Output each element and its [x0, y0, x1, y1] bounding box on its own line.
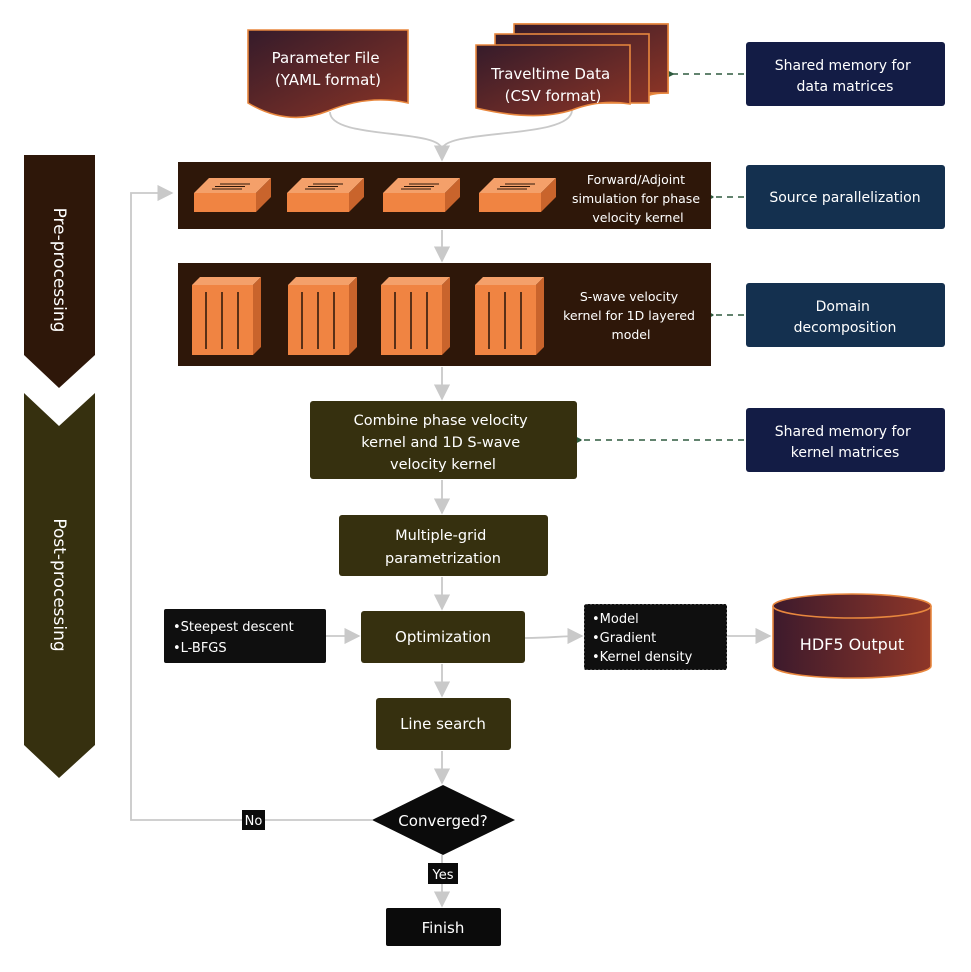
pre-processing-chevron: Pre-processing	[24, 155, 95, 388]
column-block-icon	[475, 277, 544, 355]
finish-block: Finish	[386, 908, 501, 946]
multigrid-line1: Multiple-grid	[395, 528, 486, 544]
forward-adjoint-line1: Forward/Adjoint	[587, 172, 685, 187]
line-search-block: Line search	[376, 698, 511, 750]
domain-decomposition-line1: Domain	[816, 299, 870, 315]
traveltime-data-title: Traveltime Data	[490, 65, 610, 83]
domain-decomposition-note: Domain decomposition	[746, 283, 945, 347]
column-block-icon	[381, 277, 450, 355]
svg-text:Traveltime Data (CSV for: Traveltime Data (CSV format)	[490, 65, 615, 105]
parameter-file-document: Parameter File (YAML format)	[247, 29, 409, 119]
method-lbfgs: •L-BFGS	[173, 641, 227, 656]
finish-label: Finish	[422, 919, 465, 937]
shared-memory-kernel-line2: kernel matrices	[791, 445, 900, 461]
s-wave-line3: model	[612, 327, 651, 342]
method-steepest-descent: •Steepest descent	[173, 620, 294, 635]
converged-label: Converged?	[398, 812, 487, 830]
no-label: No	[245, 814, 263, 829]
svg-text:•Steepest descent •L-BFG: •Steepest descent •L-BFGS	[173, 620, 298, 656]
param-to-merge-line	[329, 111, 443, 151]
shared-memory-kernel-note: Shared memory for kernel matrices	[746, 408, 945, 472]
hdf5-database-icon: HDF5 Output	[772, 593, 932, 679]
shared-memory-data-line1: Shared memory for	[775, 58, 911, 74]
source-parallelization-note: Source parallelization	[746, 165, 945, 229]
svg-text:Domain decomposition: Domain decomposition	[794, 299, 897, 336]
source-parallelization-label: Source parallelization	[769, 190, 920, 206]
line-search-label: Line search	[400, 715, 486, 733]
dashed-arrows	[580, 74, 744, 440]
s-wave-line2: kernel for 1D layered	[563, 308, 695, 323]
s-wave-line1: S-wave velocity	[580, 289, 679, 304]
optimization-label: Optimization	[395, 628, 491, 646]
s-wave-kernel-block: S-wave velocity kernel for 1D layered mo…	[178, 263, 711, 366]
forward-adjoint-block: Forward/Adjoint simulation for phase vel…	[178, 162, 711, 229]
svg-text:Shared memory for kernel: Shared memory for kernel matrices	[775, 424, 915, 461]
output-kernel-density: •Kernel density	[592, 650, 693, 665]
traveltime-to-merge-line	[441, 109, 573, 151]
svg-text:S-wave velocity kernel f: S-wave velocity kernel for 1D layered mo…	[563, 289, 699, 342]
outputs-list-box: •Model •Gradient •Kernel density	[583, 603, 728, 671]
output-model: •Model	[592, 612, 639, 627]
column-block-icon	[288, 277, 357, 355]
combine-line2: kernel and 1D S-wave	[361, 435, 520, 451]
traveltime-data-format: (CSV format)	[505, 87, 602, 105]
flat-slab-icon	[194, 178, 271, 212]
forward-adjoint-line3: velocity kernel	[592, 210, 683, 225]
shared-memory-kernel-line1: Shared memory for	[775, 424, 911, 440]
pre-processing-label: Pre-processing	[49, 208, 69, 333]
converged-decision: Converged?	[372, 785, 515, 855]
parameter-file-format: (YAML format)	[275, 71, 381, 89]
parameter-file-title: Parameter File	[272, 49, 380, 67]
post-processing-label: Post-processing	[49, 518, 69, 651]
flat-slab-icon	[383, 178, 460, 212]
multigrid-line2: parametrization	[385, 551, 501, 567]
no-edge-label: No	[242, 810, 265, 830]
column-block-icon	[192, 277, 261, 355]
connectors	[130, 109, 772, 908]
yes-edge-label: Yes	[428, 863, 458, 884]
svg-text:Combine phase velocity k: Combine phase velocity kernel and 1D S-w…	[354, 413, 533, 473]
svg-text:Multiple-grid parametriz: Multiple-grid parametrization	[385, 528, 501, 567]
optimization-to-outputs-arrow	[524, 627, 584, 645]
combine-kernels-block: Combine phase velocity kernel and 1D S-w…	[310, 401, 577, 479]
flat-slab-icon	[287, 178, 364, 212]
svg-text:Parameter File (YAML for: Parameter File (YAML format)	[272, 49, 385, 89]
combine-line3: velocity kernel	[390, 457, 496, 473]
svg-text:•Model •Gradient •: •Model •Gradient •Kernel density	[592, 612, 693, 665]
optimization-block: Optimization	[361, 611, 525, 663]
combine-line1: Combine phase velocity	[354, 413, 529, 429]
optimizer-methods-box: •Steepest descent •L-BFGS	[164, 609, 326, 663]
yes-label: Yes	[432, 868, 454, 883]
forward-adjoint-line2: simulation for phase	[572, 191, 700, 206]
multigrid-block: Multiple-grid parametrization	[339, 515, 548, 576]
domain-decomposition-line2: decomposition	[794, 320, 897, 336]
traveltime-data-documents: Traveltime Data (CSV format)	[475, 23, 669, 117]
svg-text:Forward/Adjoint simulati: Forward/Adjoint simulation for phase vel…	[572, 172, 704, 225]
hdf5-output-label: HDF5 Output	[800, 635, 904, 654]
post-processing-chevron: Post-processing	[24, 393, 95, 778]
output-gradient: •Gradient	[592, 631, 656, 646]
shared-memory-data-line2: data matrices	[797, 79, 894, 95]
svg-text:Shared memory for data m: Shared memory for data matrices	[775, 58, 915, 95]
flat-slab-icon	[479, 178, 556, 212]
shared-memory-data-note: Shared memory for data matrices	[746, 42, 945, 106]
